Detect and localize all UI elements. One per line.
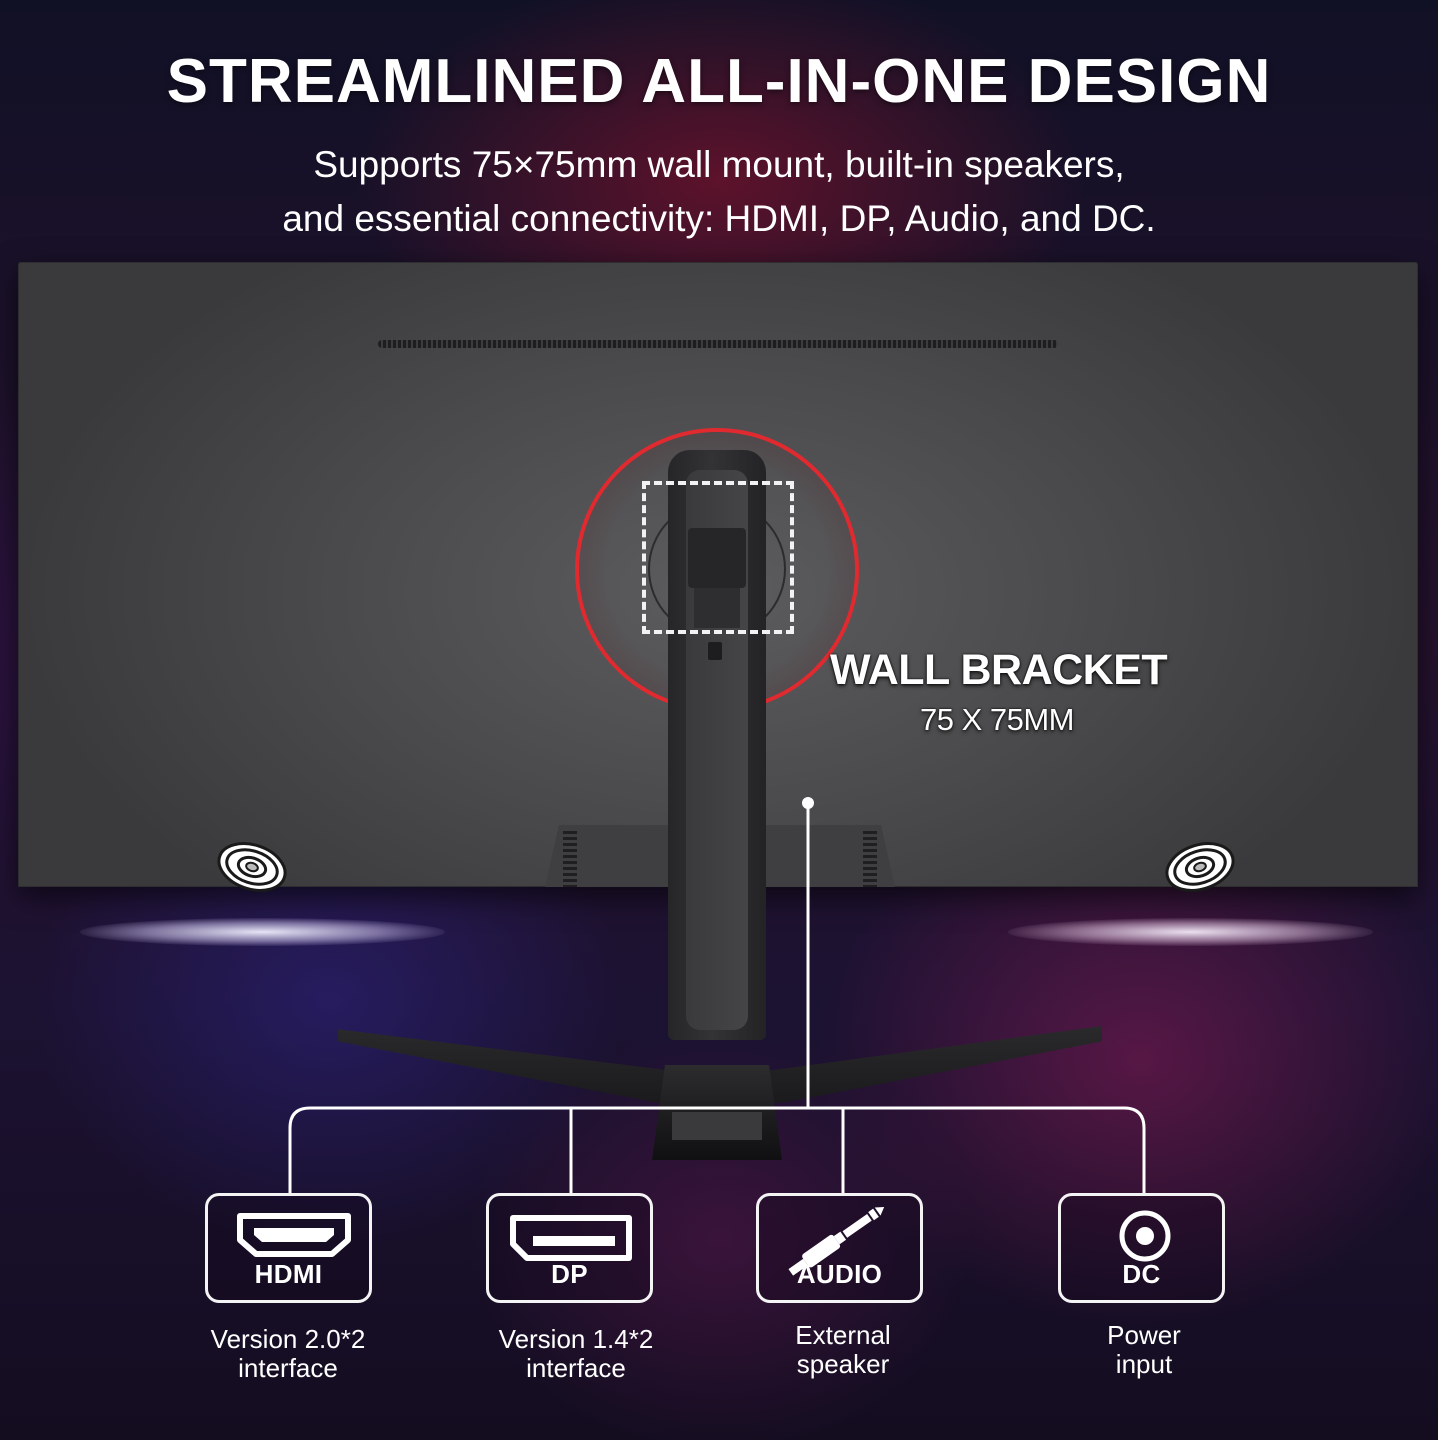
port-desc-dc-line2: input	[1115, 1349, 1173, 1379]
page-title: STREAMLINED ALL-IN-ONE DESIGN	[166, 47, 1272, 116]
top-vent	[378, 340, 1058, 348]
speaker-left-icon	[217, 842, 287, 892]
port-card-dp: DP	[486, 1193, 653, 1303]
port-desc-dp-line1: Version 1.4*2	[498, 1324, 654, 1354]
wall-bracket-size: 75 X 75MM	[919, 702, 1075, 737]
subtitle-line-1: Supports 75×75mm wall mount, built-in sp…	[313, 144, 1125, 185]
port-label-hdmi: HDMI	[254, 1259, 323, 1289]
subtitle-line-2: and essential connectivity: HDMI, DP, Au…	[282, 198, 1156, 239]
speaker-sound-glow-left	[80, 918, 445, 946]
port-label-dc: DC	[1122, 1259, 1161, 1289]
port-label-audio: AUDIO	[796, 1259, 883, 1289]
page-subtitle: Supports 75×75mm wall mount, built-in sp…	[0, 138, 1438, 246]
port-desc-audio-line1: External	[795, 1320, 891, 1350]
stand-base-cutout	[672, 1112, 762, 1140]
audio-jack-icon	[788, 1206, 885, 1276]
stand-release-latch	[708, 642, 722, 660]
connector-bus	[288, 1106, 1146, 1193]
port-desc-hdmi: Version 2.0*2 interface	[178, 1325, 398, 1383]
speaker-right-icon	[1165, 842, 1235, 892]
port-card-audio: AUDIO	[756, 1193, 923, 1303]
port-desc-audio-line2: speaker	[796, 1349, 890, 1379]
port-desc-hdmi-line1: Version 2.0*2	[210, 1324, 366, 1354]
wall-bracket-title: WALL BRACKET	[830, 646, 1168, 694]
port-desc-audio: External speaker	[733, 1321, 953, 1379]
port-desc-dp-line2: interface	[526, 1353, 626, 1383]
port-desc-dc-line1: Power	[1107, 1320, 1181, 1350]
hdmi-port-icon	[237, 1213, 351, 1257]
port-desc-dp: Version 1.4*2 interface	[466, 1325, 686, 1383]
displayport-icon	[510, 1215, 632, 1261]
port-desc-dc: Power input	[1034, 1321, 1254, 1379]
stand-hinge-lower	[694, 588, 740, 628]
stand-hinge	[688, 528, 746, 588]
port-card-hdmi: HDMI	[205, 1193, 372, 1303]
port-card-dc: DC	[1058, 1193, 1225, 1303]
port-label-dp: DP	[551, 1259, 588, 1289]
dc-power-icon	[1119, 1210, 1171, 1262]
vesa-mount-area	[642, 481, 794, 634]
port-desc-hdmi-line2: interface	[238, 1353, 338, 1383]
speaker-sound-glow-right	[1008, 918, 1373, 946]
